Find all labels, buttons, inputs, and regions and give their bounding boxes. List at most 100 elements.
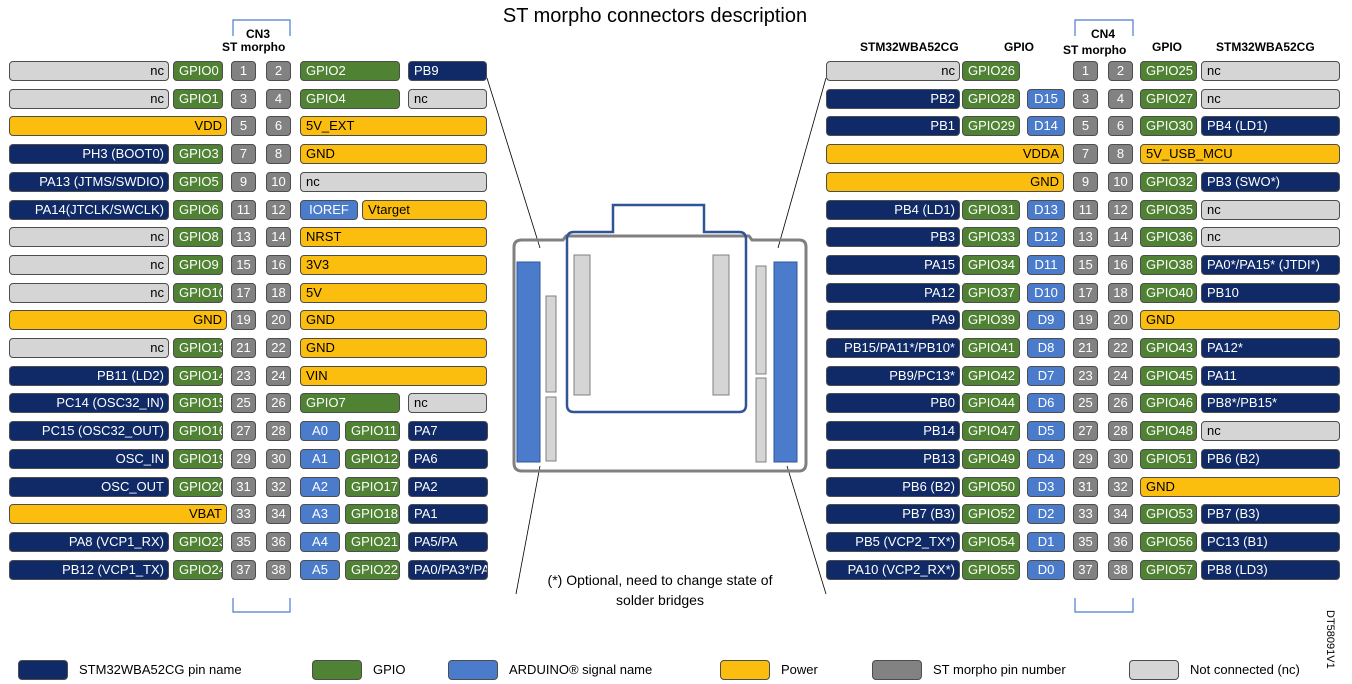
cn4-pin-number: 38: [1108, 560, 1133, 580]
cn3-gpio-label: GPIO2: [300, 61, 400, 81]
cn3-mcu-pin-label: PA1: [408, 504, 488, 524]
cn3-power-label: GND: [300, 144, 487, 164]
cn3-gpio-label: GPIO16: [173, 421, 223, 441]
cn3-arduino-label: A3: [300, 504, 340, 524]
optional-note: (*) Optional, need to change state of so…: [547, 572, 773, 608]
cn3-mcu-pin-label: PB11 (LD2): [9, 366, 169, 386]
cn3-mcu-pin-label: nc: [9, 283, 169, 303]
leader-line-cn4-bottom: [786, 465, 827, 595]
cn3-mcu-pin-label: VDD: [9, 116, 227, 136]
cn3-mcu-pin-label: nc: [408, 89, 487, 109]
cn3-mcu-pin-label: PH3 (BOOT0): [9, 144, 169, 164]
cn3-arduino-label: A0: [300, 421, 340, 441]
cn3-connector-pins-bottom: [545, 396, 557, 462]
cn4-pin-number: 17: [1073, 283, 1098, 303]
cn3-power-label: GND: [300, 310, 487, 330]
legend-swatch: [18, 660, 68, 680]
cn4-pin-number: 5: [1073, 116, 1098, 136]
cn3-pin-number: 19: [231, 310, 256, 330]
cn4-gpio-label: GPIO41: [962, 338, 1020, 358]
cn4-mcu-pin-label: PB14: [826, 421, 960, 441]
cn4-top-bracket: [1074, 19, 1134, 36]
cn3-arduino-label: A2: [300, 477, 340, 497]
cn4-arduino-label: D8: [1027, 338, 1065, 358]
cn3-gpio-label: GPIO14: [173, 366, 223, 386]
cn4-pin-number: 3: [1073, 89, 1098, 109]
leader-line-cn3-top: [486, 77, 541, 249]
cn4-mcu-pin-label: PB3 (SWO*): [1201, 172, 1340, 192]
cn3-pin-number: 1: [231, 61, 256, 81]
cn4-gpio-label: GPIO42: [962, 366, 1020, 386]
cn3-pin-number: 7: [231, 144, 256, 164]
cn3-nc-label: nc: [300, 172, 487, 192]
cn4-pin-number: 31: [1073, 477, 1098, 497]
cn4-gpio-label: GPIO34: [962, 255, 1020, 275]
legend-label: Not connected (nc): [1190, 662, 1300, 677]
cn4-pin-number: 12: [1108, 200, 1133, 220]
cn4-pin-number: 9: [1073, 172, 1098, 192]
cn4-mcu-pin-label: PB4 (LD1): [826, 200, 960, 220]
cn4-pin-number: 13: [1073, 227, 1098, 247]
cn3-gpio-label: GPIO22: [345, 560, 400, 580]
cn4-pin-number: 14: [1108, 227, 1133, 247]
cn3-bottom-bracket: [232, 598, 291, 613]
cn4-gpio-label: GPIO38: [1140, 255, 1197, 275]
cn3-mcu-pin-label: VBAT: [9, 504, 227, 524]
cn4-arduino-label: D2: [1027, 504, 1065, 524]
cn4-pin-number: 11: [1073, 200, 1098, 220]
cn4-gpio-label: GPIO33: [962, 227, 1020, 247]
cn4-gpio-label: GPIO35: [1140, 200, 1197, 220]
cn3-gpio-label: GPIO12: [345, 449, 400, 469]
cn4-mcu-pin-label: PA12*: [1201, 338, 1340, 358]
cn4-pin-number: 4: [1108, 89, 1133, 109]
cn4-gpio-label: GPIO32: [1140, 172, 1197, 192]
cn3-label: CN3: [246, 27, 271, 41]
legend-swatch: [872, 660, 922, 680]
cn4-arduino-label: D3: [1027, 477, 1065, 497]
cn3-mcu-pin-label: nc: [9, 338, 169, 358]
cn3-pin-number: 27: [231, 421, 256, 441]
cn4-gpio-label: GPIO36: [1140, 227, 1197, 247]
cn3-arduino-label: A1: [300, 449, 340, 469]
cn3-pin-number: 24: [266, 366, 291, 386]
cn4-pin-number: 33: [1073, 504, 1098, 524]
cn4-arduino-label: D7: [1027, 366, 1065, 386]
cn3-gpio-label: GPIO10: [173, 283, 223, 303]
cn4-arduino-label: D10: [1027, 283, 1065, 303]
cn3-pin-number: 5: [231, 116, 256, 136]
cn4-arduino-label: D11: [1027, 255, 1065, 275]
cn4-pin-number: 1: [1073, 61, 1098, 81]
cn3-mcu-pin-label: PB9: [408, 61, 487, 81]
cn3-gpio-label: GPIO11: [345, 421, 400, 441]
cn3-pin-number: 15: [231, 255, 256, 275]
cn4-bottom-bracket: [1074, 598, 1134, 613]
cn3-gpio-label: GPIO19: [173, 449, 223, 469]
cn4-mcu-pin-label: PB5 (VCP2_TX*): [826, 532, 960, 552]
cn4-connector-body: [773, 261, 798, 463]
cn3-connector-body: [516, 261, 541, 463]
cn4-mcu-pin-label: PB8*/PB15*: [1201, 393, 1340, 413]
cn3-pin-number: 16: [266, 255, 291, 275]
cn3-gpio-label: GPIO18: [345, 504, 400, 524]
cn3-pin-number: 28: [266, 421, 291, 441]
cn4-mcu-pin-label: PB3: [826, 227, 960, 247]
diagram-title: ST morpho connectors description: [502, 5, 808, 27]
cn3-mcu-pin-label: PA14(JTCLK/SWCLK): [9, 200, 169, 220]
cn4-pin-number: 32: [1108, 477, 1133, 497]
cn3-mcu-pin-label: PC14 (OSC32_IN): [9, 393, 169, 413]
cn4-power-label: 5V_USB_MCU: [1140, 144, 1340, 164]
cn3-pin-number: 36: [266, 532, 291, 552]
cn3-connector-pins-top: [545, 295, 557, 393]
cn4-label: CN4: [1091, 27, 1116, 41]
cn3-power-label: 5V: [300, 283, 487, 303]
cn4-mcu-pin-label: PB1: [826, 116, 960, 136]
cn3-top-bracket: [232, 19, 291, 36]
inner-header-left: [573, 254, 591, 396]
legend-swatch: [1129, 660, 1179, 680]
cn4-header-right-mcu: STM32WBA52CG: [1216, 40, 1315, 54]
cn4-nc-label: nc: [1201, 89, 1340, 109]
cn3-mcu-pin-label: PA0/PA3*/PA5*: [408, 560, 488, 580]
cn4-pin-number: 37: [1073, 560, 1098, 580]
cn3-pin-number: 3: [231, 89, 256, 109]
cn4-pin-number: 8: [1108, 144, 1133, 164]
